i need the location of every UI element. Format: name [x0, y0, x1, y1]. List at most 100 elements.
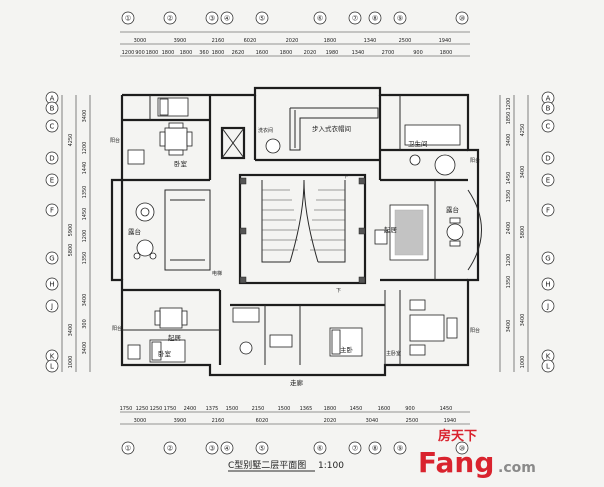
axis-circle [313, 11, 327, 25]
top-overall-dim: 2160 [212, 38, 225, 44]
axis-circle [45, 151, 59, 165]
top-overall-dim: 2500 [399, 38, 412, 44]
bottom-axis-label: ② [167, 445, 173, 453]
axis-circle [45, 251, 59, 265]
left-axis-label: A [50, 95, 55, 103]
top-overall-dim: 1940 [439, 38, 452, 44]
axis-circle [348, 441, 362, 455]
room-label: 露台 [446, 205, 459, 214]
axis-circle [393, 441, 407, 455]
left-overall-dim: 3400 [68, 324, 74, 337]
left-axis-label: B [50, 105, 55, 113]
axis-circle [45, 173, 59, 187]
bottom-axis-label: ⑨ [397, 445, 403, 453]
bottom-overall-dim: 2500 [406, 418, 419, 424]
top-axis-label: ③ [209, 15, 215, 23]
top-detail-dim: 1800 [146, 50, 159, 56]
bottom-axis-label: ⑥ [317, 445, 323, 453]
top-axis-label: ② [167, 15, 173, 23]
top-axis-label: ⑧ [372, 15, 378, 23]
bottom-overall-dim: 2160 [212, 418, 225, 424]
watermark-latin: Fang [418, 446, 494, 479]
watermark-suffix: .com [498, 460, 536, 476]
axis-circle [368, 441, 382, 455]
bottom-detail-dim: 2150 [252, 406, 265, 412]
axis-circle [45, 359, 59, 373]
bottom-detail-dim: 1600 [378, 406, 391, 412]
axis-circle [121, 11, 135, 25]
bottom-axis-label: ⑩ [459, 445, 465, 453]
room-label: 主卧室 [386, 350, 401, 357]
bottom-detail-dim: 1365 [300, 406, 313, 412]
right-detail-dim: 2400 [506, 222, 512, 235]
top-detail-dim: 1600 [256, 50, 269, 56]
axis-circle [45, 101, 59, 115]
top-overall-dim: 2020 [286, 38, 299, 44]
room-label: 卫生间 [408, 139, 428, 148]
room-label: 阳台 [470, 157, 480, 164]
room-label: 洗衣间 [258, 127, 273, 134]
left-overall-dim: 5800 [68, 244, 74, 257]
left-detail-dim: 300 [82, 319, 88, 329]
bottom-detail-dim: 900 [405, 406, 415, 412]
left-axis-label: C [50, 123, 55, 131]
fang-watermark: 房天下 Fang .com [418, 428, 536, 479]
left-overall-dim: 1000 [68, 356, 74, 369]
bottom-detail-dim: 1450 [440, 406, 453, 412]
bottom-detail-dim: 1375 [206, 406, 219, 412]
axis-circle [541, 251, 555, 265]
drawing-title: C型别墅二层平面图 [228, 460, 306, 471]
axis-circle [313, 441, 327, 455]
left-axis-label: L [50, 363, 54, 371]
bottom-detail-dim: 1500 [226, 406, 239, 412]
axis-circle [255, 441, 269, 455]
right-overall-dim: 1000 [520, 356, 526, 369]
bottom-detail-dim: 1750 [120, 406, 133, 412]
right-axis-label: D [545, 155, 550, 163]
bottom-overall-dim: 3040 [366, 418, 379, 424]
left-detail-dim: 1200 [82, 142, 88, 155]
left-axis-label: F [50, 207, 54, 215]
room-label: 卧室 [174, 159, 188, 168]
room-label: 阳台 [112, 325, 122, 332]
axis-circle [455, 11, 469, 25]
top-overall-dim: 1800 [324, 38, 337, 44]
right-axis-label: L [546, 363, 550, 371]
bottom-overall-dim: 3900 [174, 418, 187, 424]
top-axis-label: ⑦ [352, 15, 358, 23]
room-label: 下 [343, 174, 348, 180]
top-detail-dim: 2620 [232, 50, 245, 56]
drawing-scale: 1:100 [318, 461, 344, 471]
left-axis-label: G [49, 255, 54, 263]
left-axis-label: E [50, 177, 54, 185]
axis-circle [45, 203, 59, 217]
exterior-walls [110, 86, 482, 377]
right-axis-label: G [545, 255, 550, 263]
right-detail-dim: 3400 [506, 320, 512, 333]
left-detail-dim: 3400 [82, 294, 88, 307]
bottom-detail-dim: 1250 [150, 406, 163, 412]
right-overall-dim: 3400 [520, 314, 526, 327]
top-detail-dim: 1800 [180, 50, 193, 56]
axis-circle [541, 173, 555, 187]
axis-circle [541, 101, 555, 115]
left-detail-dim: 3400 [82, 110, 88, 123]
axis-circle [541, 299, 555, 313]
bottom-overall-dim: 2020 [324, 418, 337, 424]
furniture [127, 97, 464, 363]
bottom-axis-label: ① [125, 445, 131, 453]
top-detail-dim: 2700 [382, 50, 395, 56]
top-overall-dim: 3900 [174, 38, 187, 44]
top-detail-dim: 1800 [162, 50, 175, 56]
room-label: 主卧 [340, 345, 354, 354]
room-label: 起居 [168, 334, 182, 342]
right-axis-label: E [546, 177, 550, 185]
left-detail-dim: 1440 [82, 162, 88, 175]
axis-circle [541, 203, 555, 217]
axis-circle [348, 11, 362, 25]
axis-circle [163, 441, 177, 455]
top-axis-label: ⑤ [259, 15, 265, 23]
axis-circle [541, 151, 555, 165]
